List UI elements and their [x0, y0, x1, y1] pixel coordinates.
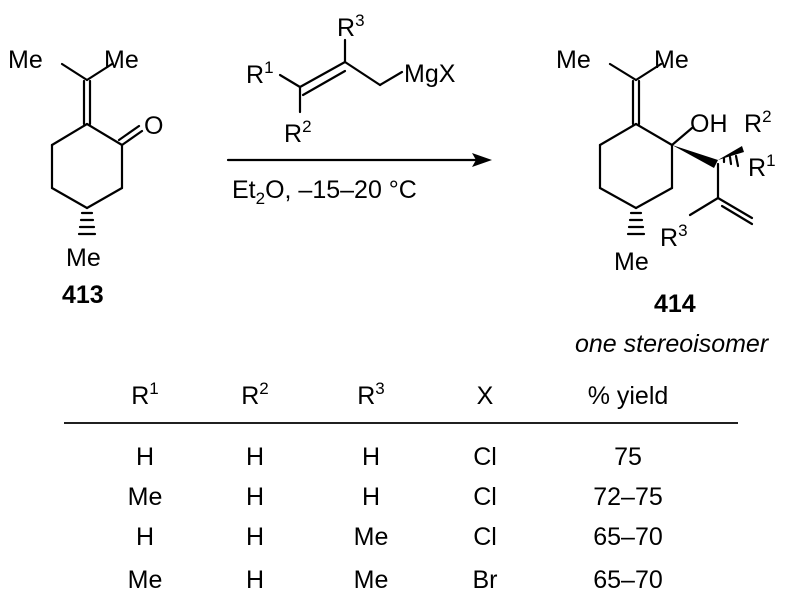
table-cell: H — [362, 443, 380, 471]
table-cell: 65–70 — [593, 566, 663, 594]
reaction-arrow — [226, 153, 492, 167]
reagent-bonds — [278, 38, 404, 114]
table-cell: H — [246, 523, 264, 551]
table-header-cell: R1 — [131, 379, 159, 410]
pr-hydroxyl: OH — [690, 110, 728, 138]
pr-r2: R2 — [744, 107, 772, 138]
pr-stereo-note: one stereoisomer — [575, 330, 770, 358]
table-row: H H H Cl 75 — [136, 443, 642, 471]
table-row: Me H Me Br 65–70 — [128, 566, 663, 594]
table-cell: H — [136, 443, 154, 471]
pr-r1: R1 — [748, 151, 776, 182]
sm-me-right: Me — [104, 46, 139, 74]
table-cell: 75 — [614, 443, 642, 471]
reagent-r3: R3 — [337, 11, 365, 42]
table-cell: Me — [128, 483, 163, 511]
table-cell: Cl — [473, 523, 497, 551]
reagent-magnesium-halide: MgX — [404, 60, 456, 88]
pr-r3: R3 — [660, 221, 688, 252]
sm-me-left: Me — [8, 46, 43, 74]
table-cell: H — [246, 566, 264, 594]
reagent-r1: R1 — [246, 58, 274, 89]
table-cell: H — [246, 483, 264, 511]
table-cell: H — [362, 483, 380, 511]
reagent-r2: R2 — [284, 117, 312, 148]
reaction-conditions: Et2O, –15–20 °C — [232, 176, 417, 208]
sm-compound-number: 413 — [62, 281, 104, 309]
table-cell: 65–70 — [593, 523, 663, 551]
starting-material-413: Me Me O Me 413 — [8, 46, 163, 309]
product-414: Me Me OH R2 R1 R3 Me 414 one stereoisome… — [556, 46, 776, 358]
table-cell: 72–75 — [593, 483, 663, 511]
table-row: Me H H Cl 72–75 — [128, 483, 663, 511]
table-cell: Me — [354, 523, 389, 551]
table-header-cell: X — [477, 382, 494, 410]
table-header-cell: R2 — [241, 379, 269, 410]
table-cell: H — [246, 443, 264, 471]
pr-me-right: Me — [654, 46, 689, 74]
table-row: H H Me Cl 65–70 — [136, 523, 663, 551]
table-cell: Cl — [473, 443, 497, 471]
starting-material-bonds — [50, 62, 144, 236]
table-cell: Me — [354, 566, 389, 594]
table-cell: Cl — [473, 483, 497, 511]
pr-ring-methyl: Me — [614, 248, 649, 276]
table-cell: Br — [473, 566, 498, 594]
pr-me-left: Me — [556, 46, 591, 74]
table-header-cell: % yield — [588, 382, 669, 410]
table-cell: H — [136, 523, 154, 551]
table-cell: Me — [128, 566, 163, 594]
table-header: R1 R2 R3 X % yield — [131, 379, 668, 410]
pr-compound-number: 414 — [654, 290, 696, 318]
grignard-reagent: R1 R3 R2 MgX — [246, 11, 456, 148]
product-bonds — [598, 62, 754, 236]
sm-carbonyl-oxygen: O — [144, 112, 163, 140]
table-header-cell: R3 — [357, 379, 385, 410]
sm-ring-methyl: Me — [66, 244, 101, 272]
